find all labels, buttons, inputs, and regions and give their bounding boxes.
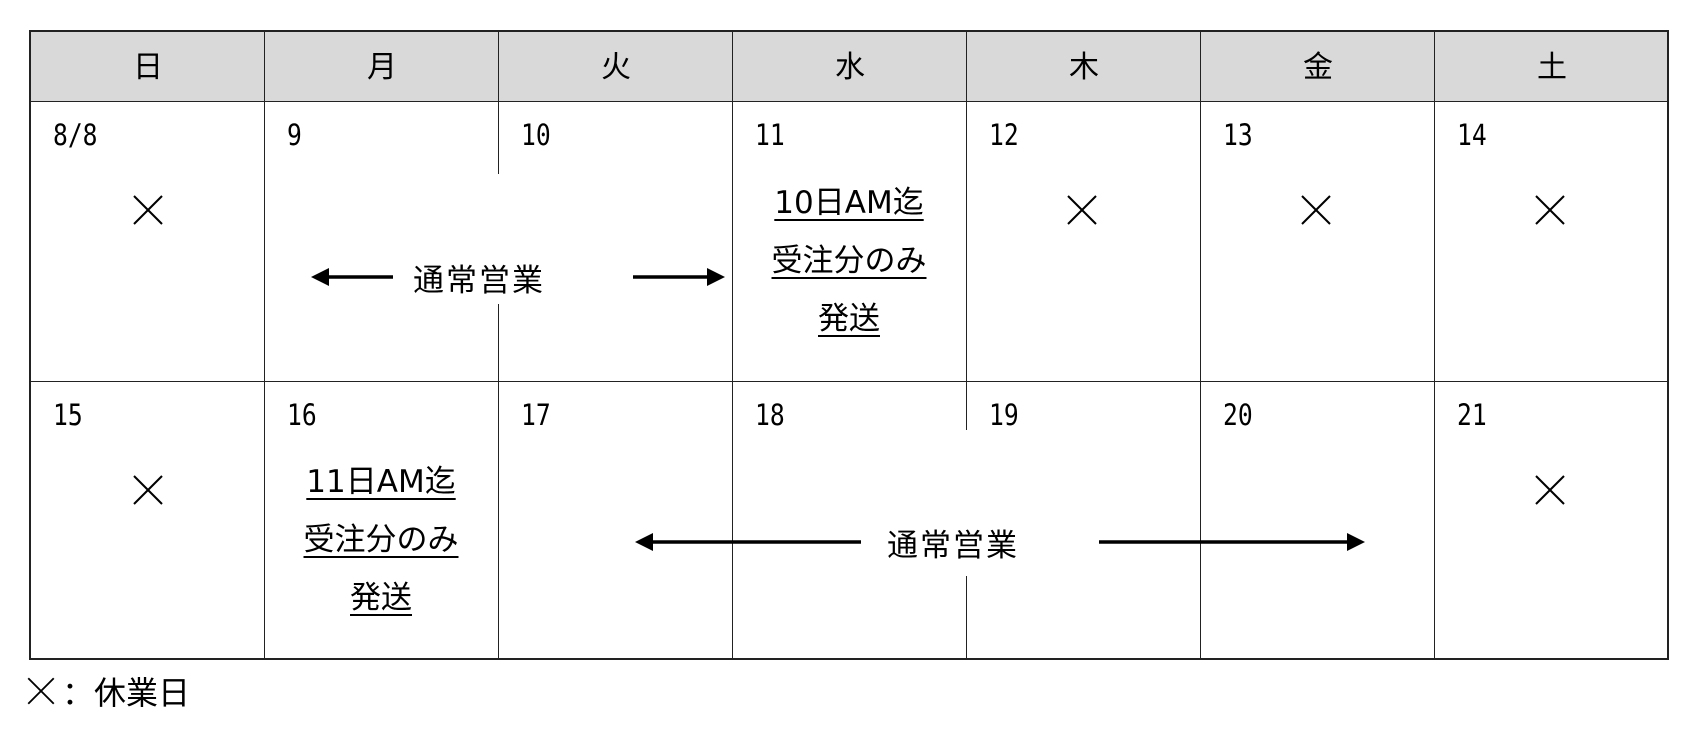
closed-mark-icon xyxy=(24,674,58,708)
weekday-fri: 金 xyxy=(1303,50,1333,85)
day-number: 20 xyxy=(1223,398,1253,432)
day-number: 11 xyxy=(755,118,785,152)
shipping-note: 11日AM迄 受注分のみ 発送 xyxy=(265,453,497,627)
grid-line xyxy=(264,32,265,658)
day-number: 18 xyxy=(755,398,785,432)
grid-line xyxy=(498,304,499,658)
legend: ：休業日 xyxy=(24,668,190,714)
weekday-thu: 木 xyxy=(1069,50,1099,85)
note-line: 受注分のみ xyxy=(303,522,459,558)
note-line: 11日AM迄 xyxy=(306,464,456,500)
note-line: 発送 xyxy=(350,580,412,616)
day-number: 16 xyxy=(287,398,317,432)
right-arrow-icon xyxy=(633,268,725,286)
day-number: 9 xyxy=(287,118,302,152)
business-span-label: 通常営業 xyxy=(413,263,545,299)
business-span-label: 通常営業 xyxy=(887,528,1019,564)
left-arrow-icon xyxy=(635,533,861,551)
day-number: 13 xyxy=(1223,118,1253,152)
grid-line xyxy=(1200,32,1201,658)
note-line: 発送 xyxy=(818,301,880,337)
day-number: 17 xyxy=(521,398,551,432)
left-arrow-icon xyxy=(311,268,393,286)
shipping-note: 10日AM迄 受注分のみ 発送 xyxy=(733,174,965,348)
closed-mark-icon xyxy=(1530,190,1570,230)
business-calendar: 日 月 火 水 木 金 土 8/8 9 10 11 12 13 14 xyxy=(29,30,1669,660)
day-number: 12 xyxy=(989,118,1019,152)
day-number: 19 xyxy=(989,398,1019,432)
right-arrow-icon xyxy=(1099,533,1365,551)
day-number: 21 xyxy=(1457,398,1487,432)
grid-line xyxy=(966,32,967,430)
day-number: 14 xyxy=(1457,118,1487,152)
weekday-sun: 日 xyxy=(133,50,163,85)
legend-text: ：休業日 xyxy=(62,674,191,712)
closed-mark-icon xyxy=(128,190,168,230)
note-line: 10日AM迄 xyxy=(774,185,924,221)
weekday-wed: 水 xyxy=(835,50,865,85)
weekday-header-row: 日 月 火 水 木 金 土 xyxy=(31,32,1667,102)
grid-line xyxy=(732,32,733,658)
weekday-mon: 月 xyxy=(367,50,397,85)
closed-mark-icon xyxy=(1296,190,1336,230)
grid-line xyxy=(498,32,499,174)
day-number: 8/8 xyxy=(53,118,98,152)
day-number: 10 xyxy=(521,118,551,152)
weekday-sat: 土 xyxy=(1537,50,1567,85)
weekday-tue: 火 xyxy=(601,50,631,85)
note-line: 受注分のみ xyxy=(771,243,927,279)
business-span-arrow: 通常営業 xyxy=(635,522,1375,564)
closed-mark-icon xyxy=(1062,190,1102,230)
day-number: 15 xyxy=(53,398,83,432)
closed-mark-icon xyxy=(1530,470,1570,510)
business-span-arrow: 通常営業 xyxy=(311,257,731,299)
grid-line xyxy=(1434,32,1435,658)
closed-mark-icon xyxy=(128,470,168,510)
week-divider xyxy=(31,381,1667,382)
grid-line xyxy=(966,576,967,658)
